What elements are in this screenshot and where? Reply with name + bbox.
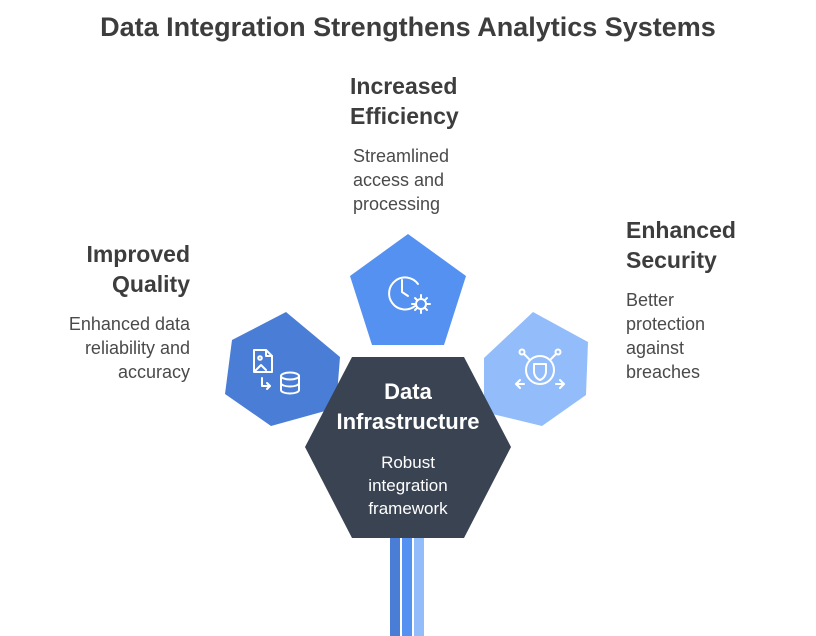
image-database-icon	[253, 349, 300, 395]
quality-pentagon	[225, 312, 340, 426]
stem-bar-security	[414, 538, 424, 636]
security-pentagon	[484, 312, 588, 426]
quality-heading: Improved Quality	[86, 241, 190, 297]
stem-bar-quality	[390, 538, 400, 636]
center-description: Robust integration framework	[368, 453, 448, 518]
clock-gear-icon	[388, 276, 431, 314]
efficiency-description: Streamlined access and processing	[353, 146, 450, 214]
security-heading: Enhanced Security	[626, 217, 736, 273]
stem-bar-efficiency	[402, 538, 412, 636]
quality-description: Enhanced data reliability and accuracy	[68, 314, 190, 382]
efficiency-heading: Increased Efficiency	[350, 73, 459, 129]
shield-network-icon	[515, 348, 565, 389]
infrastructure-hexagon	[305, 357, 511, 538]
efficiency-pentagon	[350, 234, 466, 345]
diagram-title: Data Integration Strengthens Analytics S…	[100, 12, 716, 42]
security-description: Better protection against breaches	[626, 290, 706, 382]
center-heading: Data Infrastructure	[336, 379, 480, 434]
